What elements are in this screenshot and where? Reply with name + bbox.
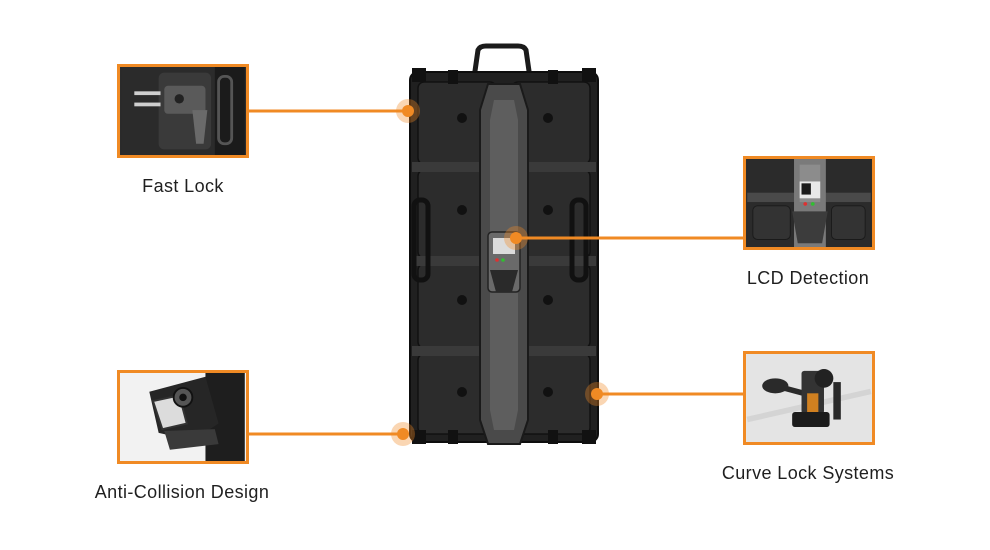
anti-collision-label: Anti-Collision Design (94, 482, 270, 502)
curve-lock-photo (743, 351, 875, 445)
fast-lock-label: Fast Lock (142, 176, 224, 196)
lcd-detection-marker (510, 232, 522, 244)
anti-collision-marker (397, 428, 409, 440)
fast-lock-marker (402, 105, 414, 117)
lcd-detection-icon (747, 159, 871, 247)
curve-lock-marker (591, 388, 603, 400)
anti-collision-icon (121, 373, 245, 461)
curve-lock-label: Curve Lock Systems (721, 463, 895, 483)
carry-handle-icon (471, 43, 533, 79)
fast-lock-photo (117, 64, 249, 158)
curve-lock-icon (746, 354, 872, 442)
lcd-detection-photo (743, 156, 875, 250)
fast-lock-icon (121, 67, 245, 155)
lcd-detection-label: LCD Detection (746, 268, 870, 288)
anti-collision-photo (117, 370, 249, 464)
